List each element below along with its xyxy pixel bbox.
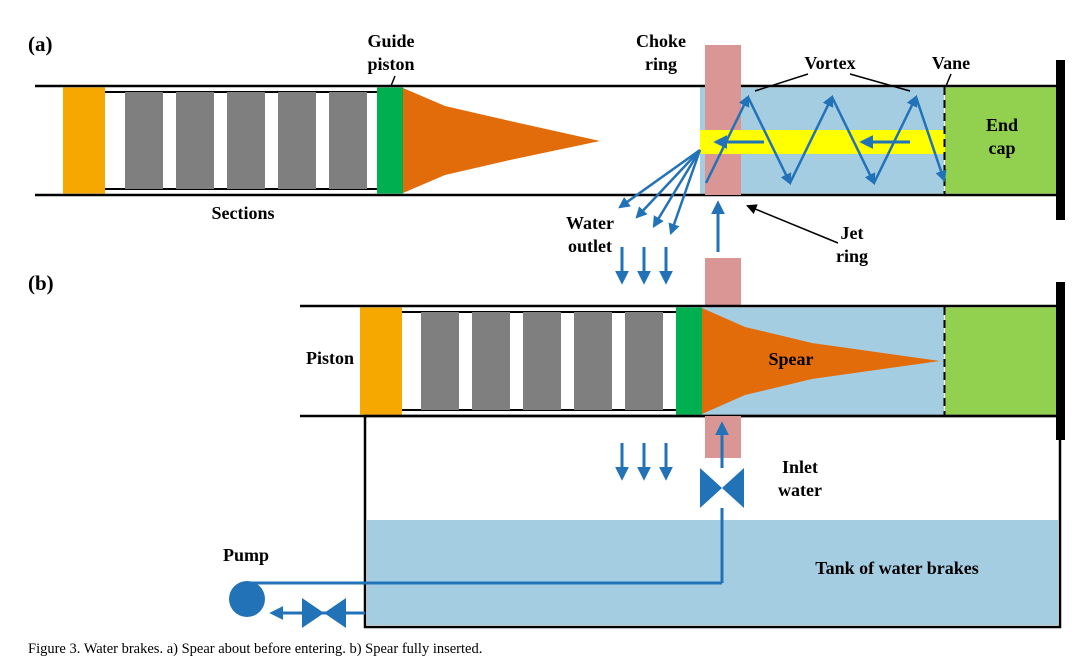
label-vortex: Vortex — [804, 53, 856, 73]
guide-piston-block-a — [377, 87, 403, 194]
spear-a — [403, 88, 600, 193]
choke-ring-b-top — [705, 258, 741, 306]
panel-a — [35, 45, 1065, 252]
section-block — [176, 92, 214, 189]
label-spear: Spear — [768, 349, 814, 369]
section-block — [625, 312, 663, 410]
panel-b — [300, 282, 1065, 440]
section-block — [421, 312, 459, 410]
panel-a-tag: (a) — [28, 32, 53, 56]
section-block — [523, 312, 561, 410]
label-guide-piston: Guide piston — [367, 31, 415, 74]
vortex-segment — [788, 94, 834, 184]
section-block — [574, 312, 612, 410]
end-wall-a — [1056, 60, 1065, 220]
label-sections: Sections — [211, 203, 275, 223]
water-outlet-arrow — [668, 149, 702, 236]
section-block — [472, 312, 510, 410]
inlet-water-valve — [700, 468, 722, 508]
tank-water — [367, 520, 1058, 625]
suction-valve — [302, 598, 324, 628]
vane-pointer — [945, 73, 952, 87]
label-choke-ring: Choke ring — [635, 31, 687, 74]
vortex-pointer-left — [754, 73, 809, 92]
end-cap-a — [945, 87, 1056, 194]
section-block — [278, 92, 316, 189]
vortex-segment — [914, 96, 947, 183]
jet-ring-pointer-arrow — [746, 204, 839, 244]
guide-piston-pointer — [390, 75, 396, 87]
label-inlet-water: Inlet water — [778, 457, 822, 500]
vortex-segment — [830, 96, 876, 186]
water-outlet-arrows — [618, 148, 702, 236]
label-tank: Tank of water brakes — [815, 558, 979, 578]
tank-and-piping — [229, 414, 1062, 629]
label-water-outlet: Water outlet — [566, 213, 614, 256]
water-outlet-arrow — [652, 149, 702, 228]
label-pump: Pump — [222, 545, 270, 565]
figure-caption: Figure 3. Water brakes. a) Spear about b… — [28, 641, 483, 657]
label-end-cap: End cap — [985, 115, 1019, 158]
panel-b-tag: (b) — [28, 271, 54, 295]
label-piston: Piston — [305, 348, 355, 368]
end-cap-b — [945, 307, 1056, 415]
spear-b — [702, 308, 940, 414]
water-outlet-arrow — [618, 148, 701, 209]
between-panels — [615, 247, 741, 306]
vortex-segment — [746, 96, 792, 186]
vortex-pointer-right — [849, 73, 911, 92]
section-block — [125, 92, 163, 189]
section-block — [227, 92, 265, 189]
suction-valve — [324, 598, 346, 628]
pump-circle — [229, 581, 265, 617]
label-jet-ring: Jet ring — [835, 223, 869, 266]
vortex-segment — [872, 94, 918, 184]
section-block — [329, 92, 367, 189]
piston-block-b — [360, 307, 402, 415]
piston-block-a — [63, 87, 105, 194]
guide-piston-block-b — [676, 307, 702, 415]
end-wall-b — [1056, 282, 1065, 440]
label-vane: Vane — [931, 53, 971, 73]
inlet-water-valve — [722, 468, 744, 508]
water-outlet-arrow — [635, 149, 701, 219]
